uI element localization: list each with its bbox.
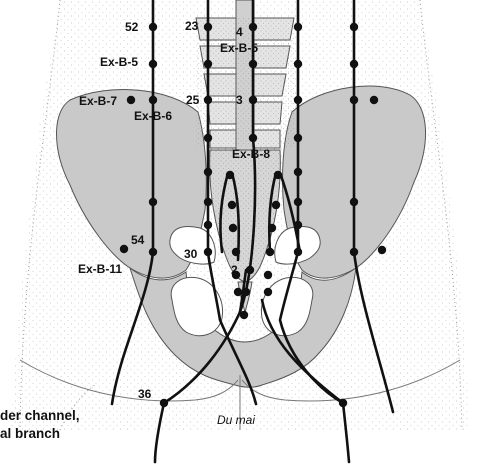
label-exb11: Ex-B-11: [78, 262, 122, 276]
label-52: 52: [125, 20, 139, 34]
label-30: 30: [184, 247, 198, 261]
label-exb8: Ex-B-8: [232, 147, 270, 161]
label-exb7: Ex-B-7: [79, 94, 117, 108]
caption-line-1: der channel,: [0, 408, 80, 423]
label-exb6: Ex-B-6: [134, 109, 172, 123]
label-du-mai: Du mai: [217, 413, 255, 427]
label-exb5-left: Ex-B-5: [100, 55, 138, 69]
label-36: 36: [138, 387, 152, 401]
label-3: 3: [236, 93, 243, 107]
label-exb5-spine: Ex-B-5: [220, 41, 258, 55]
label-2: 2: [231, 263, 238, 277]
label-4: 4: [236, 25, 243, 39]
label-23: 23: [185, 19, 199, 33]
label-25: 25: [186, 93, 200, 107]
caption-line-2: al branch: [0, 426, 60, 441]
label-54: 54: [131, 233, 145, 247]
lumbar-spine: [196, 0, 294, 150]
